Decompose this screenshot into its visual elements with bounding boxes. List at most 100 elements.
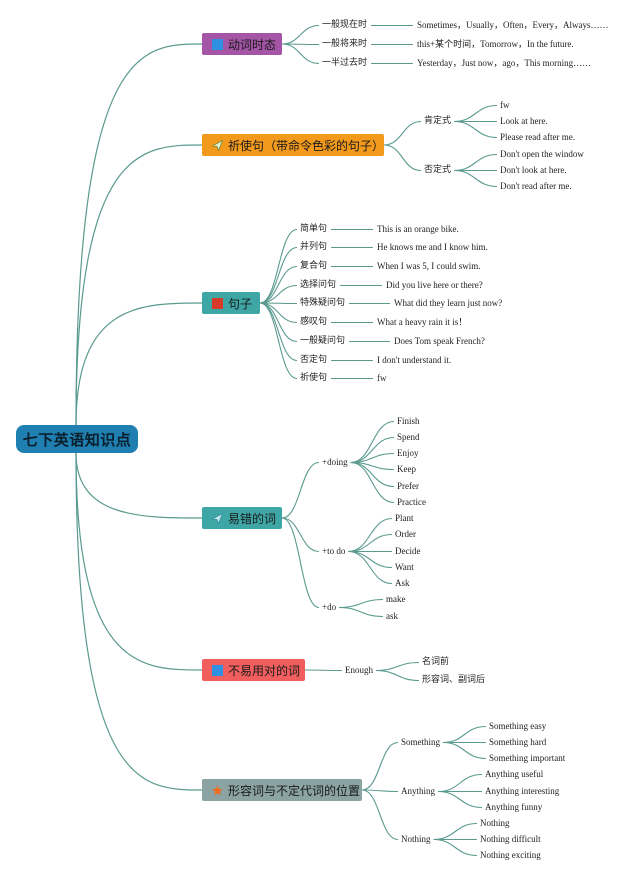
leaf-item: fw <box>500 100 510 110</box>
branch-group-connector <box>361 789 399 841</box>
group-leaf-connector <box>339 598 384 609</box>
group-label: 否定式 <box>424 165 452 175</box>
group-label: 祈使句 <box>300 373 328 383</box>
group-label: 并列句 <box>300 242 328 252</box>
leaf-item: Nothing exciting <box>480 850 541 860</box>
branch-group-connector <box>304 669 343 672</box>
branch-group-connector <box>361 789 399 793</box>
leaf-item: Decide <box>395 546 421 556</box>
leaf-item: Something easy <box>489 721 547 731</box>
leaf-item: Order <box>395 529 416 539</box>
group-leaf-connector <box>348 533 393 553</box>
paper-plane-icon <box>211 512 224 525</box>
group-label: 感叹句 <box>300 317 328 327</box>
group-leaf-connector <box>433 822 478 841</box>
leaf-item: fw <box>377 373 387 383</box>
leaf-item: Don't read after me. <box>500 181 572 191</box>
leaf-item: this+某个时间，Tomorrow，In the future. <box>417 39 574 49</box>
leaf-item: Practice <box>397 497 426 507</box>
group-leaf-connector <box>348 550 393 569</box>
leaf-item: Prefer <box>397 481 419 491</box>
branch-tricky-words[interactable]: 不易用对的词 <box>202 659 305 681</box>
branch-imperative[interactable]: 祈使句（带命令色彩的句子） <box>202 134 384 156</box>
leaf-item: Nothing difficult <box>480 834 541 844</box>
root-branch-connector <box>75 452 203 519</box>
group-leaf-connector <box>375 661 420 672</box>
group-label: 选择问句 <box>300 280 337 290</box>
branch-group-connector <box>383 120 422 146</box>
root-node[interactable]: 七下英语知识点 <box>16 425 138 453</box>
branch-group-connector <box>259 228 298 304</box>
blue-square-icon <box>212 38 223 50</box>
branch-adjective-position[interactable]: 形容词与不定代词的位置 <box>202 779 362 801</box>
group-label: Something <box>401 737 441 747</box>
branch-verb-tense[interactable]: 动词时态 <box>202 33 282 55</box>
group-leaf-connector <box>454 104 498 123</box>
group-label: 一般现在时 <box>322 20 368 30</box>
leaf-item: Finish <box>397 416 420 426</box>
leaf-item: Something important <box>489 753 566 763</box>
leaf-item: When I was 5, I could swim. <box>377 261 481 271</box>
leaf-item: Anything funny <box>485 802 543 812</box>
leaf-item: Don't look at here. <box>500 165 567 175</box>
group-leaf-connector <box>454 153 498 172</box>
branch-error-prone-words[interactable]: 易错的词 <box>202 507 282 529</box>
group-label: 特殊疑问句 <box>300 298 346 308</box>
leaf-item: 形容词、副词后 <box>422 675 486 685</box>
group-leaf-connector <box>350 461 395 504</box>
group-leaf-connector <box>443 741 487 760</box>
leaf-item: Don't open the window <box>500 149 584 159</box>
leaf-item: What did they learn just now? <box>394 298 503 308</box>
group-label: Nothing <box>401 834 431 844</box>
blue-square-icon <box>212 664 223 676</box>
group-label: 简单句 <box>300 224 328 234</box>
group-label: 一般将来时 <box>322 39 368 49</box>
group-label: 一般疑问句 <box>300 336 346 346</box>
group-leaf-connector <box>438 773 483 793</box>
leaf-item: Something hard <box>489 737 547 747</box>
group-leaf-connector <box>375 669 420 682</box>
group-leaf-connector <box>339 606 384 618</box>
leaf-item: Did you live here or there? <box>386 280 483 290</box>
group-label: Enough <box>345 665 373 675</box>
group-leaf-connector <box>438 790 483 809</box>
leaf-item: ask <box>386 611 398 621</box>
star-icon <box>212 784 223 796</box>
branch-group-connector <box>383 144 422 172</box>
root-branch-connector <box>75 452 203 791</box>
group-label: 一半过去时 <box>322 58 368 68</box>
leaf-item: What a heavy rain it is！ <box>377 317 468 327</box>
group-label: 否定句 <box>300 355 328 365</box>
branch-label: 不易用对的词 <box>228 663 301 678</box>
branch-group-connector <box>281 43 320 65</box>
red-square-icon <box>212 297 223 309</box>
root-branch-connector <box>75 452 203 671</box>
leaf-item: Does Tom speak French? <box>394 336 485 346</box>
branch-group-connector <box>259 302 298 380</box>
group-label: Anything <box>401 786 436 796</box>
leaf-item: Nothing <box>480 818 510 828</box>
group-leaf-connector <box>454 169 498 188</box>
branch-label: 句子 <box>228 296 253 311</box>
leaf-item: Look at here. <box>500 116 548 126</box>
root-branch-connector <box>75 43 203 426</box>
branch-group-connector <box>281 517 320 609</box>
leaf-item: Please read after me. <box>500 132 575 142</box>
leaf-item: Want <box>395 562 414 572</box>
group-label: +do <box>322 602 337 612</box>
leaf-item: Plant <box>395 513 414 523</box>
leaf-item: Enjoy <box>397 448 419 458</box>
root-branch-connector <box>75 302 203 426</box>
group-leaf-connector <box>433 838 478 857</box>
leaf-item: Anything useful <box>485 769 544 779</box>
branch-label: 易错的词 <box>228 511 277 526</box>
group-label: 复合句 <box>300 261 328 271</box>
root-branch-connector <box>75 144 203 426</box>
leaf-item: I don't understand it. <box>377 355 452 365</box>
leaf-item: Anything interesting <box>485 786 560 796</box>
branch-group-connector <box>259 265 298 304</box>
leaf-item: Sometimes，Usually，Often，Every，Always…… <box>417 20 609 30</box>
paper-plane-icon <box>211 139 224 152</box>
branch-sentence[interactable]: 句子 <box>202 292 260 314</box>
leaf-item: Yesterday，Just now，ago，This morning…… <box>417 58 592 68</box>
